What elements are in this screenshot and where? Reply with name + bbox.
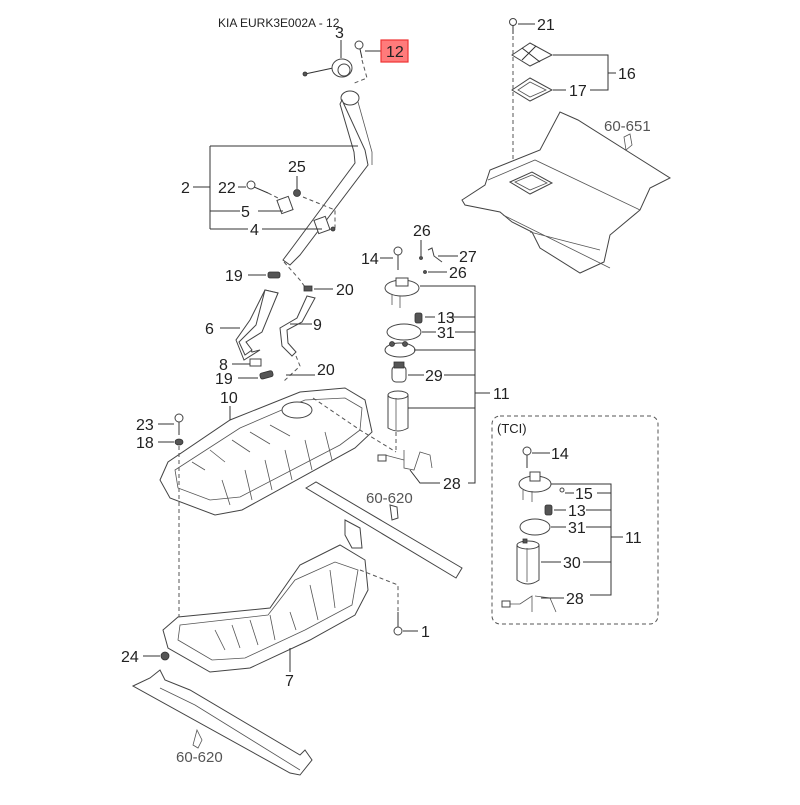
label-part-28[interactable]: 28 [443,476,461,493]
tci-fitting-15[interactable] [559,487,565,493]
gasket-17[interactable] [511,77,554,102]
clip-26-upper[interactable] [419,256,423,260]
label-part-22[interactable]: 22 [218,180,236,197]
hose-9[interactable] [279,295,316,357]
label-part-4[interactable]: 4 [250,222,259,239]
screw-21[interactable] [509,18,517,35]
label-part-25[interactable]: 25 [288,159,306,176]
label-part-5[interactable]: 5 [241,204,250,221]
label-part-21[interactable]: 21 [537,17,555,34]
clip-8[interactable] [249,358,262,367]
connector-12 [351,59,368,85]
fuel-filler-cap[interactable] [302,58,353,78]
floor-panel[interactable] [461,111,672,274]
label-part-31[interactable]: 31 [437,325,455,342]
reservoir-cup[interactable] [387,390,409,432]
highlight-box-12[interactable] [380,39,409,63]
pump-lower-flange[interactable] [384,341,416,358]
group-bracket-11 [408,285,476,484]
label-part-19-lower[interactable]: 19 [215,371,233,388]
sender-13[interactable] [414,312,423,324]
tci-label: (TCI) [497,421,527,436]
label-tci-part-13[interactable]: 13 [568,503,586,520]
label-part-27[interactable]: 27 [459,249,477,266]
clamp-19-lower[interactable] [259,370,274,380]
filler-neck[interactable] [282,90,373,266]
hose-6[interactable] [235,289,279,361]
label-tci-part-11[interactable]: 11 [625,530,642,547]
nut-25[interactable] [293,189,301,197]
bolt-23[interactable] [174,413,184,435]
label-part-1[interactable]: 1 [421,624,430,641]
tci-pump-flange[interactable] [518,471,552,502]
bolt-14[interactable] [393,246,403,270]
label-part-8[interactable]: 8 [219,357,228,374]
tci-bolt-14[interactable] [522,446,532,468]
label-tci-part-15[interactable]: 15 [575,486,593,503]
label-part-24[interactable]: 24 [121,649,139,666]
washer-18[interactable] [174,438,184,446]
ref-side-member[interactable]: 60-620 [176,749,223,766]
tci-group-bracket-11 [551,483,623,596]
connector-neck-hose [283,261,306,288]
fuel-tank[interactable] [159,387,373,516]
tci-variant-box [491,415,659,625]
tci-packing-31[interactable] [519,518,551,536]
nut-24[interactable] [160,651,170,661]
side-member[interactable] [131,669,313,776]
label-part-29[interactable]: 29 [425,368,443,385]
label-part-12[interactable]: 12 [386,44,404,61]
clamp-19-upper[interactable] [267,271,281,279]
label-part-6[interactable]: 6 [205,321,214,338]
crossmember[interactable] [305,481,463,579]
label-tci-part-30[interactable]: 30 [563,555,581,572]
label-part-13[interactable]: 13 [437,310,455,327]
label-tci-part-14[interactable]: 14 [551,446,569,463]
clip-5[interactable] [276,195,294,215]
tank-protector[interactable] [162,544,369,673]
connector-bolt-1 [359,569,399,612]
label-part-16[interactable]: 16 [618,66,636,83]
label-part-11[interactable]: 11 [493,386,510,403]
tube-27[interactable] [427,247,443,263]
label-part-10[interactable]: 10 [220,390,238,407]
clamp-20-upper[interactable] [303,285,313,292]
label-part-3[interactable]: 3 [335,25,344,42]
connector-pump-tank [312,397,397,453]
pump-flange[interactable] [384,277,420,308]
clip-26-lower[interactable] [423,270,427,274]
label-part-20-lower[interactable]: 20 [317,362,335,379]
label-part-20[interactable]: 20 [336,282,354,299]
tci-sender-13[interactable] [544,504,553,516]
bolt-1[interactable] [393,612,403,636]
filter-29[interactable] [391,361,407,383]
label-part-23[interactable]: 23 [136,417,154,434]
ref-crossmember[interactable]: 60-620 [366,490,413,507]
label-part-9[interactable]: 9 [313,317,322,334]
screw-12[interactable] [354,40,364,59]
service-cover[interactable] [511,42,554,67]
diagram-title: KIA EURK3E002A - 12 [218,16,340,30]
label-part-26-lower[interactable]: 26 [449,265,467,282]
label-part-18[interactable]: 18 [136,435,154,452]
connector-22 [267,192,281,200]
label-part-17[interactable]: 17 [569,83,587,100]
connector-hose-tank [282,355,301,383]
wiring-harness-28[interactable] [377,450,433,471]
label-part-19[interactable]: 19 [225,268,243,285]
tci-pump-module-30[interactable] [516,538,540,585]
label-part-2[interactable]: 2 [181,180,190,197]
label-part-7[interactable]: 7 [285,673,294,690]
label-tci-part-31[interactable]: 31 [568,520,586,537]
packing-31[interactable] [386,323,422,341]
group-bracket-16 [553,54,616,91]
bolt-22[interactable] [246,180,269,194]
ref-floor-panel[interactable]: 60-651 [604,118,651,135]
label-part-26[interactable]: 26 [413,223,431,240]
label-part-14[interactable]: 14 [361,251,379,268]
label-tci-part-28[interactable]: 28 [566,591,584,608]
